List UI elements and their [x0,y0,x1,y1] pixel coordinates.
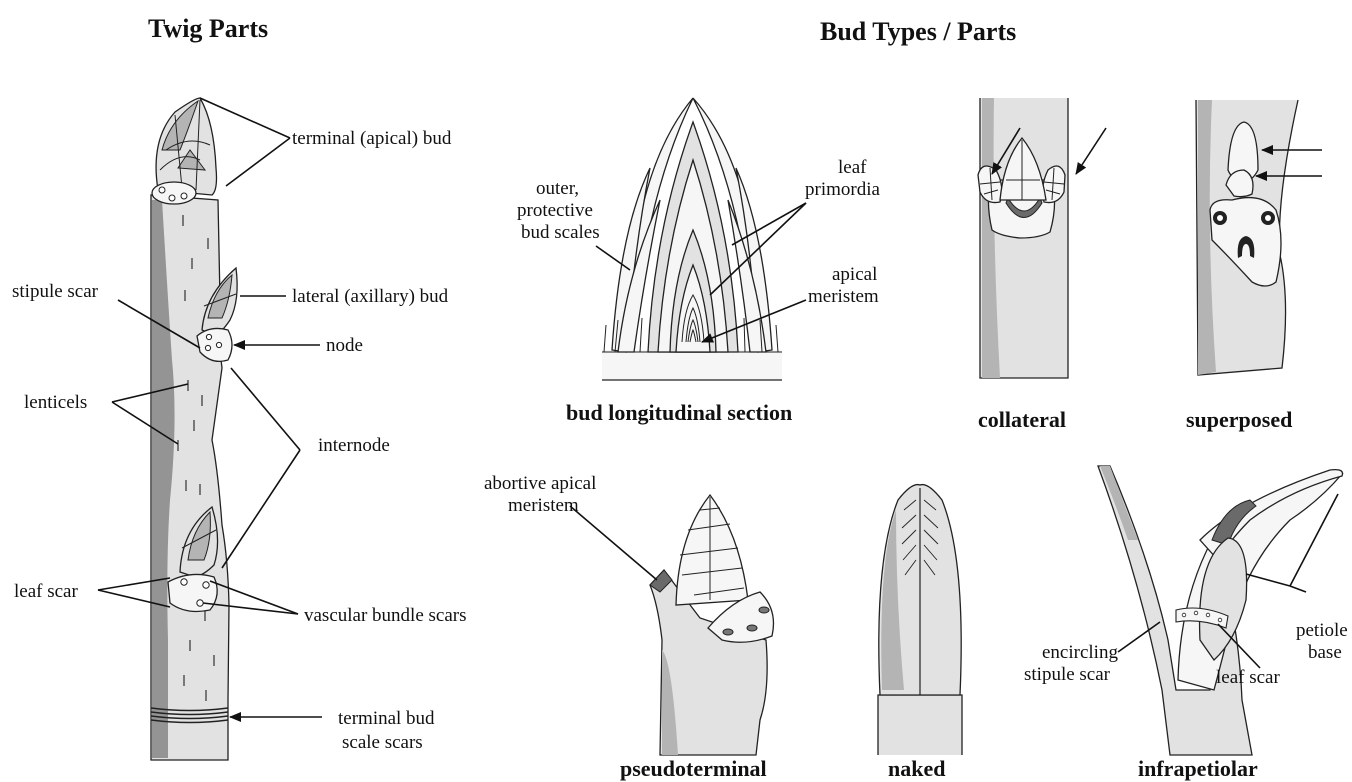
label-outer-line1: outer, [536,178,579,199]
caption-superposed: superposed [1186,407,1292,432]
label-stipule-scar: stipule scar [12,281,99,302]
label-leaf-primordia-line2: primordia [805,179,880,200]
label-lateral-bud: lateral (axillary) bud [292,286,449,307]
terminal-bud [156,98,216,195]
label-node: node [326,335,363,356]
label-scale-scars-line1: terminal bud [338,708,435,729]
caption-pseudoterminal: pseudoterminal [620,756,767,781]
collateral-illustration [978,98,1068,378]
label-outer-line2: protective [517,200,593,221]
label-apical-meristem-line2: meristem [808,286,879,307]
caption-collateral: collateral [978,407,1066,432]
caption-bud-section: bud longitudinal section [566,400,792,425]
caption-infrapetiolar: infrapetiolar [1138,756,1258,781]
label-leaf-scar: leaf scar [14,581,78,602]
superposed-illustration [1196,100,1298,375]
terminal-leaf-scar [152,182,196,204]
label-terminal-bud: terminal (apical) bud [292,128,452,149]
label-leaf-primordia-line1: leaf [838,157,867,178]
label-abortive-line1: abortive apical [484,473,596,494]
label-lenticels: lenticels [24,392,87,413]
label-outer-line3: bud scales [521,222,600,243]
naked-illustration [878,485,962,755]
label-petiole-line1: petiole [1296,620,1348,641]
label-encircling-line1: encircling [1042,642,1118,663]
bud-section-illustration [602,98,782,380]
pseudoterminal-illustration [650,495,774,755]
label-petiole-line2: base [1308,642,1342,663]
bud-types-title: Bud Types / Parts [820,17,1016,46]
label-encircling-line2: stipule scar [1024,664,1111,685]
label-vascular-bundle-scars: vascular bundle scars [304,605,467,626]
label-abortive-line2: meristem [508,495,579,516]
label-infra-leaf-scar: leaf scar [1216,667,1280,688]
abortive-leader-line [570,506,657,580]
lower-node-leaf-scar [168,574,217,611]
caption-naked: naked [888,756,945,781]
label-apical-meristem-line1: apical [832,264,877,285]
infrapetiolar-illustration [1098,466,1343,755]
label-internode: internode [318,435,390,456]
twig-parts-title: Twig Parts [148,14,268,43]
label-scale-scars-line2: scale scars [342,732,423,753]
twig-illustration [151,98,237,760]
